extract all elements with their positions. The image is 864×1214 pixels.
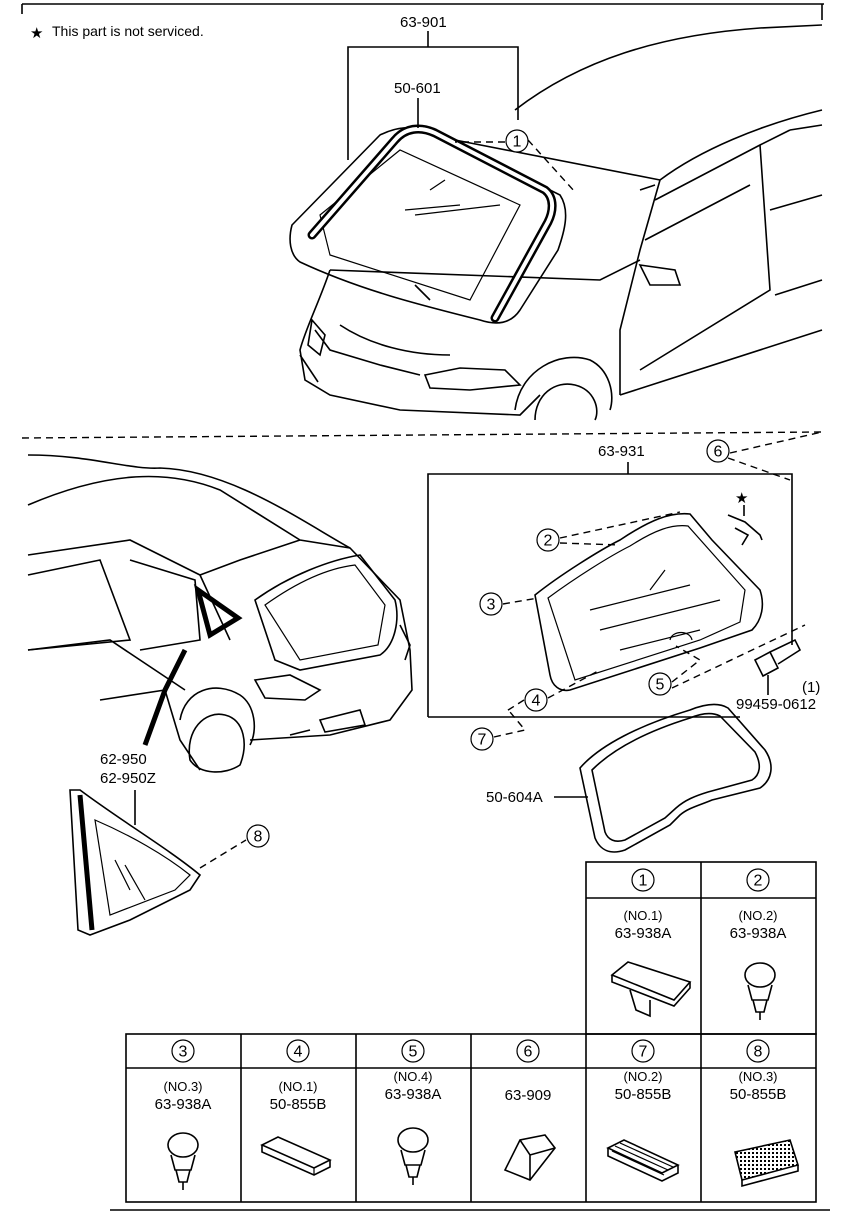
cell-7: 7 (NO.2) 50-855B — [606, 1039, 680, 1182]
callout-6: 6 — [706, 439, 730, 463]
label-63-901: 63-901 — [400, 14, 447, 31]
label-50-601: 50-601 — [394, 80, 441, 97]
svg-text:63-938A: 63-938A — [615, 925, 672, 942]
label-62-950: 62-950 — [100, 751, 147, 768]
callout-3: 3 — [479, 592, 503, 616]
svg-text:1: 1 — [513, 134, 522, 151]
windshield-glass — [289, 126, 567, 324]
round-clip-icon — [744, 962, 776, 1020]
quarter-glass-part — [69, 789, 202, 936]
label-50-604a: 50-604A — [486, 789, 543, 806]
cell-5: 5 (NO.4) 63-938A — [385, 1039, 442, 1185]
svg-text:(NO.4): (NO.4) — [394, 1069, 433, 1084]
foam-pad-icon — [260, 1136, 332, 1176]
svg-text:(NO.1): (NO.1) — [279, 1079, 318, 1094]
callout-7: 7 — [470, 727, 494, 751]
wedge-spacer-icon — [503, 1134, 557, 1181]
svg-text:(NO.3): (NO.3) — [164, 1079, 203, 1094]
cell-3: 3 (NO.3) 63-938A — [155, 1039, 212, 1190]
svg-text:4: 4 — [532, 693, 541, 710]
svg-text:2: 2 — [544, 533, 553, 550]
svg-text:2: 2 — [754, 873, 763, 890]
cell-1: 1 (NO.1) 63-938A — [610, 868, 692, 1018]
svg-text:6: 6 — [524, 1044, 533, 1061]
svg-text:6: 6 — [714, 444, 723, 461]
cell-8: 8 (NO.3) 50-855B — [730, 1039, 800, 1188]
label-63-931: 63-931 — [598, 443, 645, 460]
mesh-pad-icon — [734, 1139, 800, 1188]
svg-text:4: 4 — [294, 1044, 303, 1061]
weatherstrip-part — [579, 703, 772, 853]
round-clip-icon — [167, 1132, 199, 1190]
flat-clip-icon — [610, 961, 692, 1018]
svg-text:5: 5 — [409, 1044, 418, 1061]
svg-text:7: 7 — [478, 732, 487, 749]
label-99459-0612: 99459-0612 — [736, 696, 816, 713]
svg-text:8: 8 — [754, 1044, 763, 1061]
callout-5: 5 — [648, 672, 672, 696]
bolt-part — [753, 638, 802, 695]
clips-table — [125, 861, 817, 1203]
label-62-950z: 62-950Z — [100, 770, 156, 787]
svg-text:(NO.3): (NO.3) — [739, 1069, 778, 1084]
ribbed-pad-icon — [606, 1139, 680, 1182]
svg-text:50-855B: 50-855B — [615, 1086, 672, 1103]
svg-text:50-855B: 50-855B — [270, 1096, 327, 1113]
wiper-bracket — [727, 505, 763, 546]
svg-text:(NO.2): (NO.2) — [624, 1069, 663, 1084]
callout-4: 4 — [524, 688, 548, 712]
note-text: This part is not serviced. — [52, 23, 204, 39]
svg-text:50-855B: 50-855B — [730, 1086, 787, 1103]
svg-text:3: 3 — [179, 1044, 188, 1061]
front-car-illustration — [299, 24, 823, 421]
round-clip-icon — [397, 1127, 429, 1185]
label-bolt-qty: (1) — [802, 679, 820, 696]
svg-text:63-938A: 63-938A — [155, 1096, 212, 1113]
svg-text:8: 8 — [254, 829, 263, 846]
svg-text:1: 1 — [639, 873, 648, 890]
cell-2: 2 (NO.2) 63-938A — [730, 868, 787, 1020]
liftgate-glass — [534, 512, 764, 692]
windshield-molding — [307, 124, 557, 323]
svg-text:63-909: 63-909 — [505, 1087, 552, 1104]
note-star-icon: ★ — [30, 25, 43, 42]
callout-2: 2 — [536, 528, 560, 552]
svg-text:(NO.1): (NO.1) — [624, 908, 663, 923]
svg-text:5: 5 — [656, 677, 665, 694]
cell-4: 4 (NO.1) 50-855B — [260, 1039, 332, 1176]
svg-text:63-938A: 63-938A — [385, 1086, 442, 1103]
rear-car-illustration — [27, 454, 413, 773]
svg-text:3: 3 — [487, 597, 496, 614]
callout-8-quarter: 8 — [246, 824, 270, 848]
not-serviced-star-icon: ★ — [735, 490, 748, 507]
callout-1-top: 1 — [505, 129, 529, 153]
cell-6: 6 63-909 — [503, 1039, 557, 1181]
svg-text:(NO.2): (NO.2) — [739, 908, 778, 923]
svg-text:7: 7 — [639, 1044, 648, 1061]
svg-text:63-938A: 63-938A — [730, 925, 787, 942]
